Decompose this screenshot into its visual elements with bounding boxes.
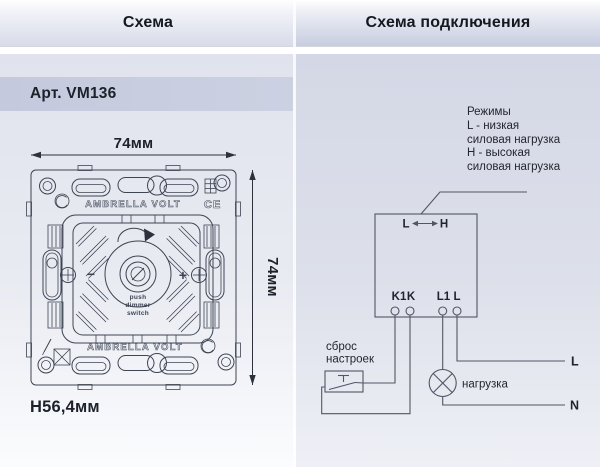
- load-label: нагрузка: [462, 379, 509, 391]
- side-claw-left: [42, 224, 76, 329]
- phase-wire: [456, 315, 565, 362]
- tab-wiring[interactable]: Схема подключения: [296, 0, 600, 47]
- corner-screw-holes: [37, 174, 235, 374]
- brand-text-top: AMBRELLA VOLT: [85, 199, 181, 210]
- center-plate: [61, 214, 214, 344]
- top-claw-slots: [71, 175, 199, 197]
- plus-mark: +: [179, 267, 187, 283]
- ce-mark: CE: [204, 199, 221, 211]
- modes-line: силовая нагрузка: [467, 133, 561, 146]
- terminal-k-label: K: [407, 291, 416, 303]
- recycle-logo-icon-bottom: [200, 338, 216, 354]
- mode-high-label: H: [440, 219, 448, 231]
- mechanism-drawing: 74мм 74мм: [26, 135, 281, 390]
- mounting-frame: [26, 165, 241, 390]
- load-branch: [428, 315, 565, 406]
- tab-scheme-label: Схема: [122, 14, 174, 31]
- modes-line: H - высокая: [467, 147, 531, 160]
- svg-text:сброс: сброс: [326, 341, 357, 353]
- depth-dimension-label: H56,4мм: [30, 398, 100, 416]
- svg-text:настроек: настроек: [326, 354, 375, 366]
- mode-low-label: L: [402, 219, 409, 231]
- modes-title: Режимы: [467, 106, 511, 118]
- tab-wiring-label: Схема подключения: [365, 14, 531, 31]
- modes-line: L - низкая: [467, 119, 520, 132]
- bottom-claw-slots: [71, 353, 199, 375]
- hatch-marks: [166, 279, 200, 333]
- hatch-marks: [75, 225, 109, 279]
- rotation-arrow-icon: [117, 227, 155, 243]
- terminal-contacts: [390, 306, 462, 316]
- hatch-marks: [75, 279, 109, 333]
- pencil-icon: [42, 338, 52, 356]
- reset-label: сброс настроек: [326, 341, 375, 366]
- terminal-l-label: L: [453, 291, 460, 303]
- crossed-box-icon: [53, 348, 71, 366]
- minus-mark: −: [87, 266, 95, 282]
- phase-label: L: [571, 355, 579, 369]
- svg-text:dimmer: dimmer: [125, 302, 150, 309]
- mode-switch: L H: [402, 219, 448, 231]
- dimmer-device-box: [374, 213, 478, 318]
- width-dimension-label: 74мм: [114, 135, 154, 152]
- tab-scheme[interactable]: Схема: [0, 0, 296, 47]
- legend-leader-line: [420, 191, 527, 215]
- scheme-panel-background: [0, 54, 296, 467]
- height-dimension-label: 74мм: [264, 257, 281, 297]
- knob-caption: push dimmer switch: [125, 294, 150, 317]
- svg-text:switch: switch: [127, 310, 149, 317]
- terminal-l1-label: L1: [437, 291, 451, 303]
- modes-legend: Режимы L - низкая силовая нагрузка H - в…: [467, 106, 597, 175]
- article-band: Арт. VM136: [0, 77, 293, 111]
- terminal-k1-label: K1: [392, 291, 407, 303]
- brand-text-bottom: AMBRELLA VOLT: [87, 342, 183, 353]
- grid-mark-icon: [204, 178, 217, 194]
- wiring-diagram: L H K1 K L1 L сброс настроек: [321, 191, 579, 415]
- side-claw-right: [191, 224, 225, 329]
- width-dimension: 74мм: [31, 135, 236, 159]
- neutral-label: N: [570, 399, 579, 413]
- modes-line: силовая нагрузка: [467, 161, 561, 174]
- terminal-labels: K1 K L1 L: [392, 291, 461, 303]
- height-dimension: 74мм: [249, 170, 281, 385]
- header-divider: [0, 47, 600, 54]
- column-divider: [293, 0, 296, 467]
- reset-button-branch: [321, 315, 411, 415]
- article-number: Арт. VM136: [30, 85, 117, 102]
- dimmer-knob: [104, 240, 172, 308]
- svg-text:push: push: [130, 294, 147, 301]
- recycle-logo-icon: [54, 193, 70, 209]
- wiring-panel-background: [296, 54, 600, 467]
